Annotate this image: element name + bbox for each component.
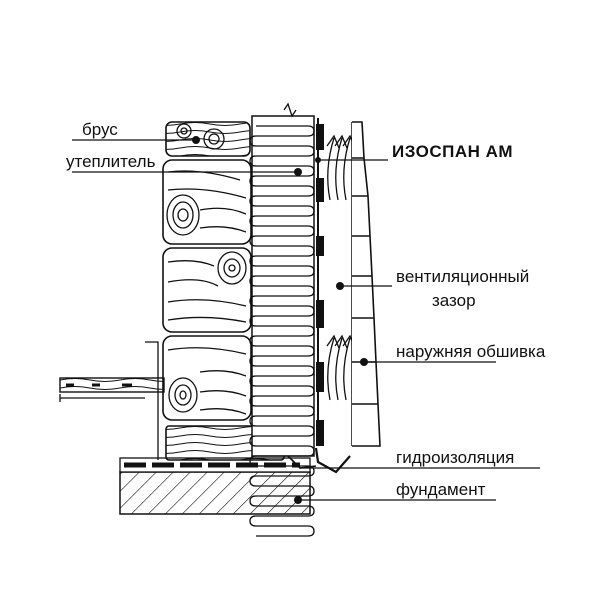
label-membrane: ИЗОСПАН АМ [392, 142, 513, 161]
label-vent-gap-line1: вентиляционный [396, 267, 529, 286]
label-vent-gap-line2: зазор [432, 291, 476, 310]
membrane-with-battens [316, 118, 324, 446]
label-foundation: фундамент [396, 480, 486, 499]
floor-joist [59, 341, 165, 460]
label-waterproofing: гидроизоляция [396, 448, 514, 467]
label-uteplitel: утеплитель [66, 152, 156, 171]
leader-lines [72, 136, 540, 504]
outer-cladding [351, 121, 381, 447]
log-wall [162, 121, 285, 461]
label-cladding: наружняя обшивка [396, 342, 546, 361]
insulation-layer [249, 102, 315, 537]
vent-gap-airflow [326, 134, 356, 401]
log-beam-3 [162, 247, 252, 333]
label-brus: брус [82, 120, 118, 139]
log-beam-4 [162, 335, 252, 421]
log-beam-1 [165, 121, 251, 157]
